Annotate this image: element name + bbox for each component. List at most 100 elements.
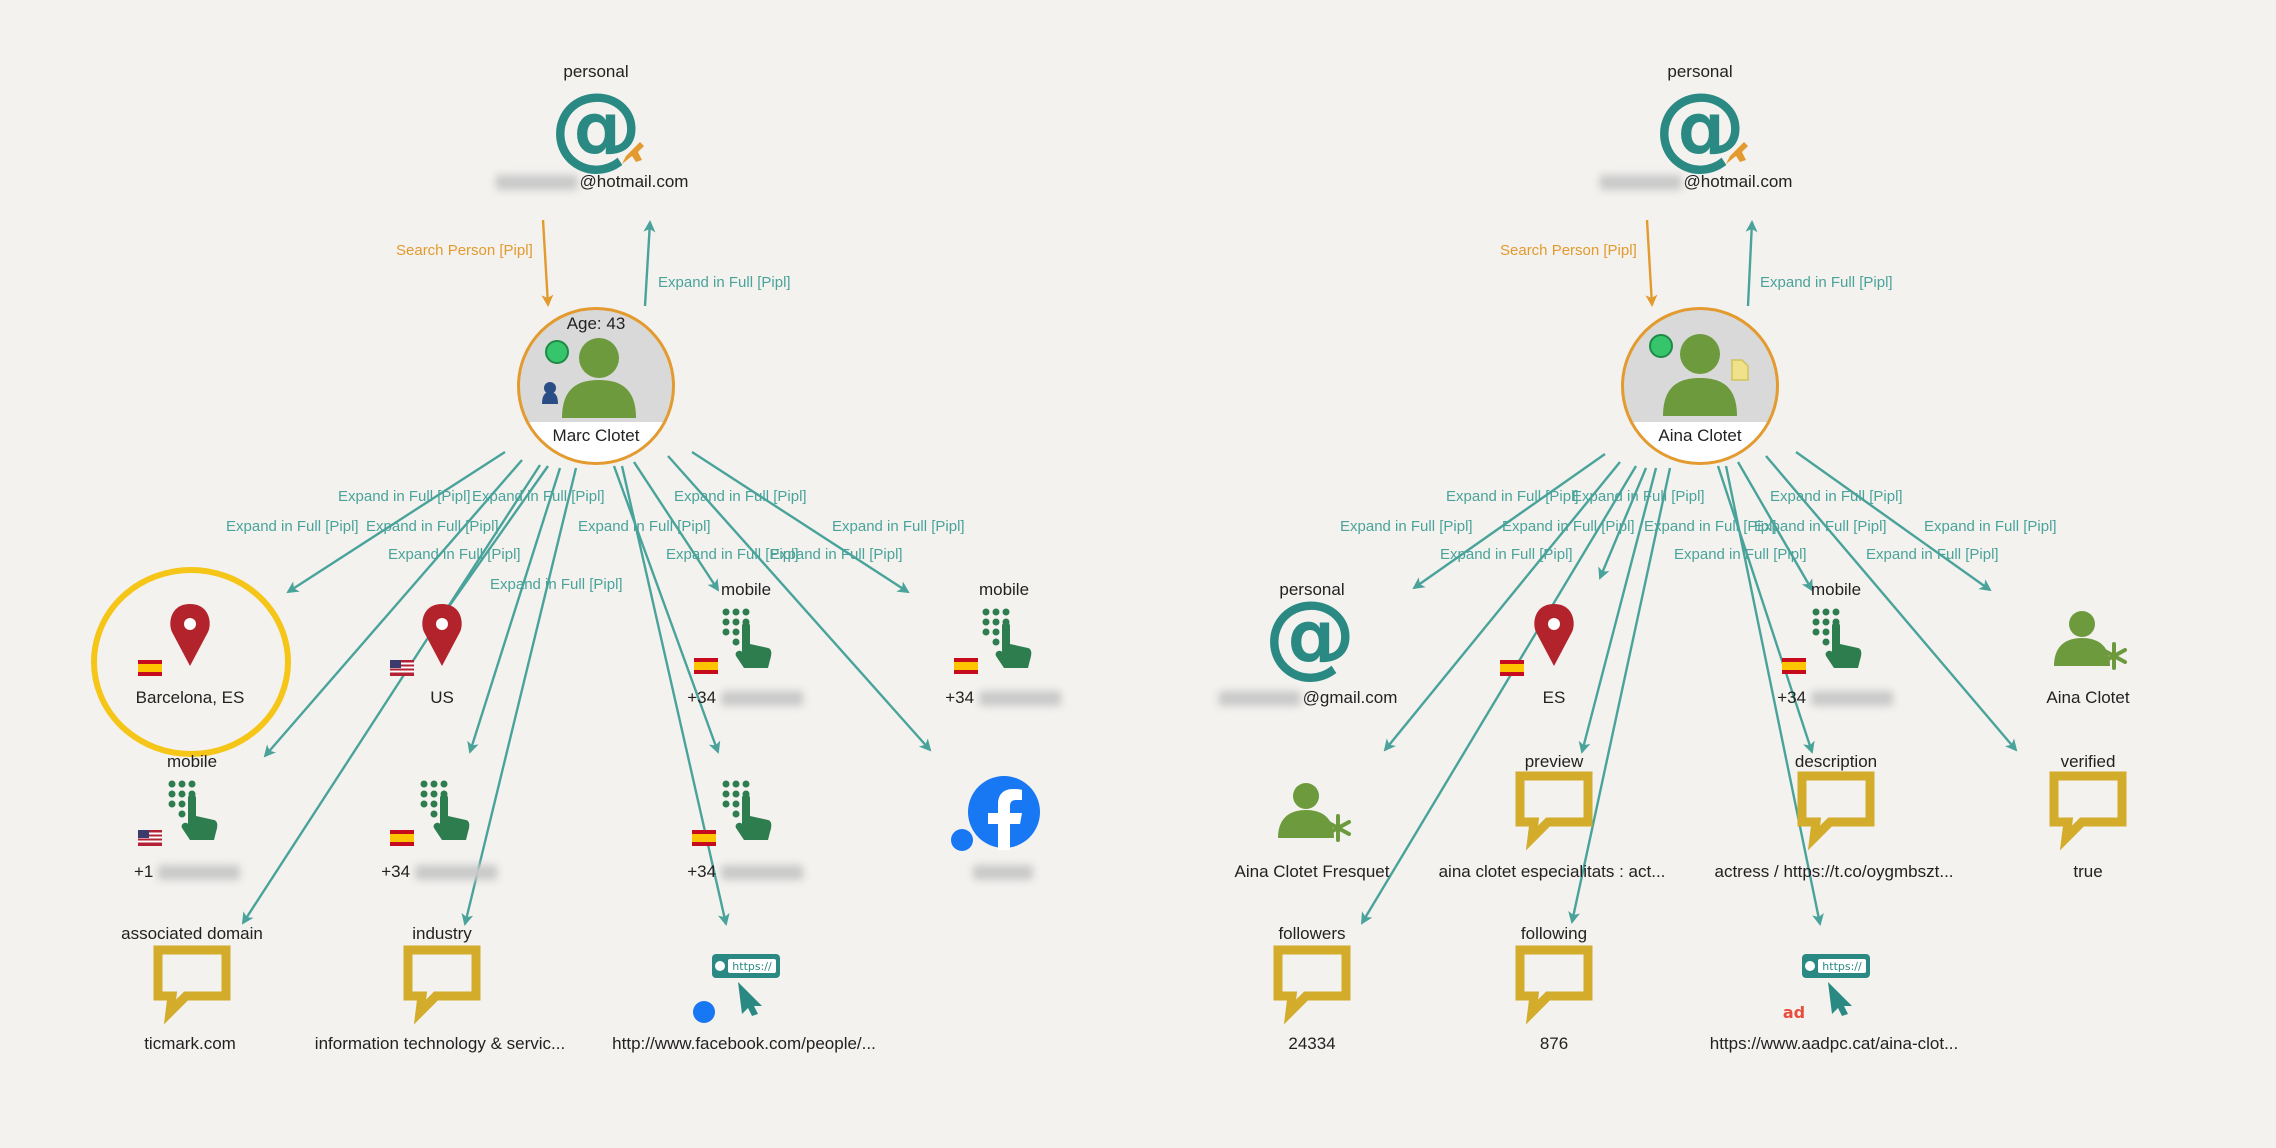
edge-to-verified[interactable] (1765, 455, 2018, 752)
flag-es-icon (390, 830, 414, 846)
followers-node[interactable] (1278, 950, 1346, 1012)
edge-to-assoc-domain[interactable] (241, 464, 542, 925)
preview-type-label: preview (1524, 752, 1584, 771)
email-node-right[interactable] (1654, 73, 1748, 180)
edge-label-expand[interactable]: Expand in Full [Pipl] (1340, 518, 1473, 535)
edge-label-expand[interactable]: Expand in Full [Pipl] (770, 546, 903, 563)
map-pin-icon (1534, 604, 1574, 666)
edge-to-es[interactable] (1598, 467, 1648, 580)
following-node[interactable] (1520, 950, 1588, 1012)
phone-node-us[interactable] (138, 780, 218, 847)
flag-es-icon (138, 660, 162, 676)
phone-node-es1[interactable] (694, 608, 772, 675)
url-value[interactable]: https://www.aadpc.cat/aina-clot... (1709, 1034, 1959, 1053)
edge-label-expand[interactable]: Expand in Full [Pipl] (338, 488, 471, 505)
flag-es-icon (954, 658, 978, 674)
edge-search-right[interactable] (1645, 219, 1658, 307)
edge-to-mobile-es2[interactable] (691, 450, 910, 594)
edge-to-gmail[interactable] (1412, 453, 1606, 590)
description-value: actress / https://t.co/oygmbszt... (1714, 862, 1954, 881)
edge-to-preview[interactable] (1578, 467, 1658, 754)
edge-label-expand[interactable]: Expand in Full [Pipl] (1644, 518, 1777, 535)
edge-to-industry[interactable] (461, 467, 578, 926)
edge-to-mobile-es4[interactable] (612, 465, 721, 754)
edge-label-expand[interactable]: Expand in Full [Pipl] (366, 518, 499, 535)
edge-label-expand[interactable]: Expand in Full [Pipl] (388, 546, 521, 563)
url-value[interactable]: http://www.facebook.com/people/... (612, 1034, 876, 1053)
edge-to-description[interactable] (1716, 465, 1815, 754)
edge-to-followers[interactable] (1360, 465, 1638, 925)
email-value: @hotmail.com (1599, 172, 1792, 192)
edge-to-alias2[interactable] (1383, 461, 1621, 752)
map-pin-icon (170, 604, 210, 666)
edge-label-expand[interactable]: Expand in Full [Pipl] (1754, 518, 1887, 535)
edge-to-url-left[interactable] (620, 465, 730, 926)
assoc-domain-node[interactable] (158, 950, 226, 1012)
email-type-label: personal (1667, 62, 1733, 81)
alias-node-2[interactable] (1276, 781, 1351, 842)
verified-node[interactable] (2054, 776, 2122, 838)
alias-node-1[interactable] (2052, 609, 2127, 670)
redacted-text (1218, 691, 1301, 707)
edge-expand-email-left[interactable] (643, 220, 656, 307)
url-node-right[interactable]: ad (1783, 954, 1870, 1022)
edge-to-mobile-es3[interactable] (467, 467, 562, 754)
edge-label-expand[interactable]: Expand in Full [Pipl] (1440, 546, 1573, 563)
industry-value: information technology & servic... (314, 1034, 566, 1053)
phone-node-es3[interactable] (390, 780, 470, 847)
edge-label-expand[interactable]: Expand in Full [Pipl] (674, 488, 807, 505)
edge-to-url-right[interactable] (1724, 465, 1824, 926)
edge-expand-email-right[interactable] (1745, 220, 1758, 307)
edge-label-expand[interactable]: Expand in Full [Pipl] (1760, 274, 1893, 291)
phone-node-right[interactable] (1782, 608, 1862, 675)
url-node-left[interactable] (693, 954, 780, 1023)
edge-search-left[interactable] (541, 219, 554, 307)
edge-label-search[interactable]: Search Person [Pipl] (1500, 242, 1637, 259)
email-value: @hotmail.com (495, 172, 688, 192)
edge-to-mobile-es1[interactable] (632, 461, 720, 592)
location-node-barcelona[interactable] (138, 604, 210, 676)
edge-label-expand[interactable]: Expand in Full [Pipl] (832, 518, 965, 535)
description-node[interactable] (1802, 776, 1870, 838)
edge-to-mobile-us[interactable] (263, 459, 523, 758)
person-node-aina-clotet[interactable]: Aina Clotet (1621, 307, 1779, 465)
aadpc-badge-icon: ad (1783, 1003, 1805, 1022)
edge-to-barcelona[interactable] (286, 450, 506, 594)
at-sign-icon (550, 73, 642, 180)
facebook-node[interactable] (951, 776, 1040, 851)
edge-label-expand[interactable]: Expand in Full [Pipl] (1866, 546, 1999, 563)
phone-keypad-icon (168, 780, 218, 840)
phone-node-es2[interactable] (954, 608, 1032, 675)
email-node-left[interactable] (550, 73, 644, 180)
person-silhouette-icon (1649, 334, 1749, 416)
edge-label-expand[interactable]: Expand in Full [Pipl] (1770, 488, 1903, 505)
edge-label-expand[interactable]: Expand in Full [Pipl] (1572, 488, 1705, 505)
edge-to-following[interactable] (1568, 467, 1672, 924)
location-node-es[interactable] (1500, 604, 1574, 676)
edge-label-expand[interactable]: Expand in Full [Pipl] (658, 274, 791, 291)
edge-to-facebook[interactable] (667, 455, 932, 752)
edge-label-search[interactable]: Search Person [Pipl] (396, 242, 533, 259)
phone-value: +34 (945, 688, 1063, 708)
edge-to-alias1[interactable] (1795, 451, 1992, 592)
edge-label-expand[interactable]: Expand in Full [Pipl] (578, 518, 711, 535)
edge-to-us[interactable] (436, 465, 549, 624)
edge-label-expand[interactable]: Expand in Full [Pipl] (1446, 488, 1579, 505)
industry-node[interactable] (408, 950, 476, 1012)
edge-label-expand[interactable]: Expand in Full [Pipl] (226, 518, 359, 535)
flag-us-icon (138, 830, 162, 846)
email-type-label: personal (563, 62, 629, 81)
preview-node[interactable] (1520, 776, 1588, 838)
edge-to-mobile-right[interactable] (1736, 461, 1814, 592)
edge-label-expand[interactable]: Expand in Full [Pipl] (472, 488, 605, 505)
person-node-marc-clotet[interactable]: Age: 43 Marc Clotet (517, 307, 675, 465)
edge-label-expand[interactable]: Expand in Full [Pipl] (1674, 546, 1807, 563)
edge-label-expand[interactable]: Expand in Full [Pipl] (1502, 518, 1635, 535)
industry-type-label: industry (412, 924, 472, 943)
edge-label-expand[interactable]: Expand in Full [Pipl] (1924, 518, 2057, 535)
edge-label-expand[interactable]: Expand in Full [Pipl] (666, 546, 799, 563)
phone-node-es4[interactable] (692, 780, 772, 847)
edge-label-expand[interactable]: Expand in Full [Pipl] (490, 576, 623, 593)
map-pin-icon (422, 604, 462, 666)
